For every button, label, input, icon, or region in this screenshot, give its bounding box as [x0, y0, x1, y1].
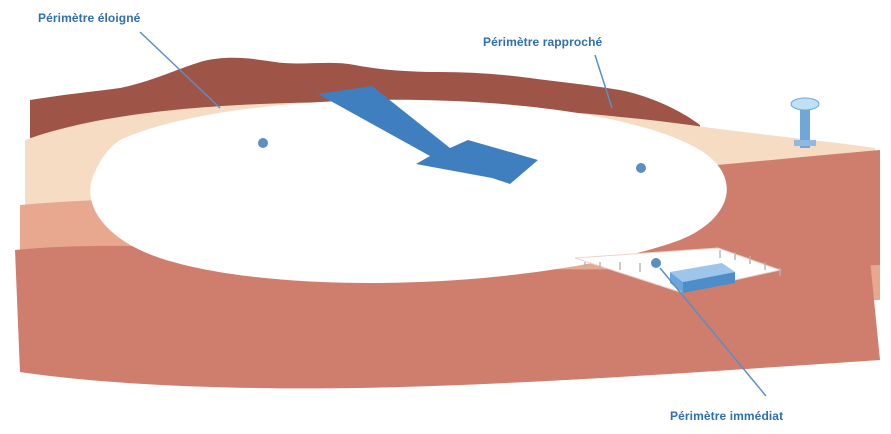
far-perimeter-label: Périmètre éloigné — [38, 11, 140, 25]
near-well-marker — [636, 163, 646, 173]
water-tower-icon — [791, 98, 819, 148]
far-well-marker — [258, 138, 268, 148]
near-perimeter-label: Périmètre rapproché — [483, 35, 602, 49]
immediate-well-marker — [651, 258, 661, 268]
immediate-perimeter-label: Périmètre immédiat — [670, 409, 783, 423]
